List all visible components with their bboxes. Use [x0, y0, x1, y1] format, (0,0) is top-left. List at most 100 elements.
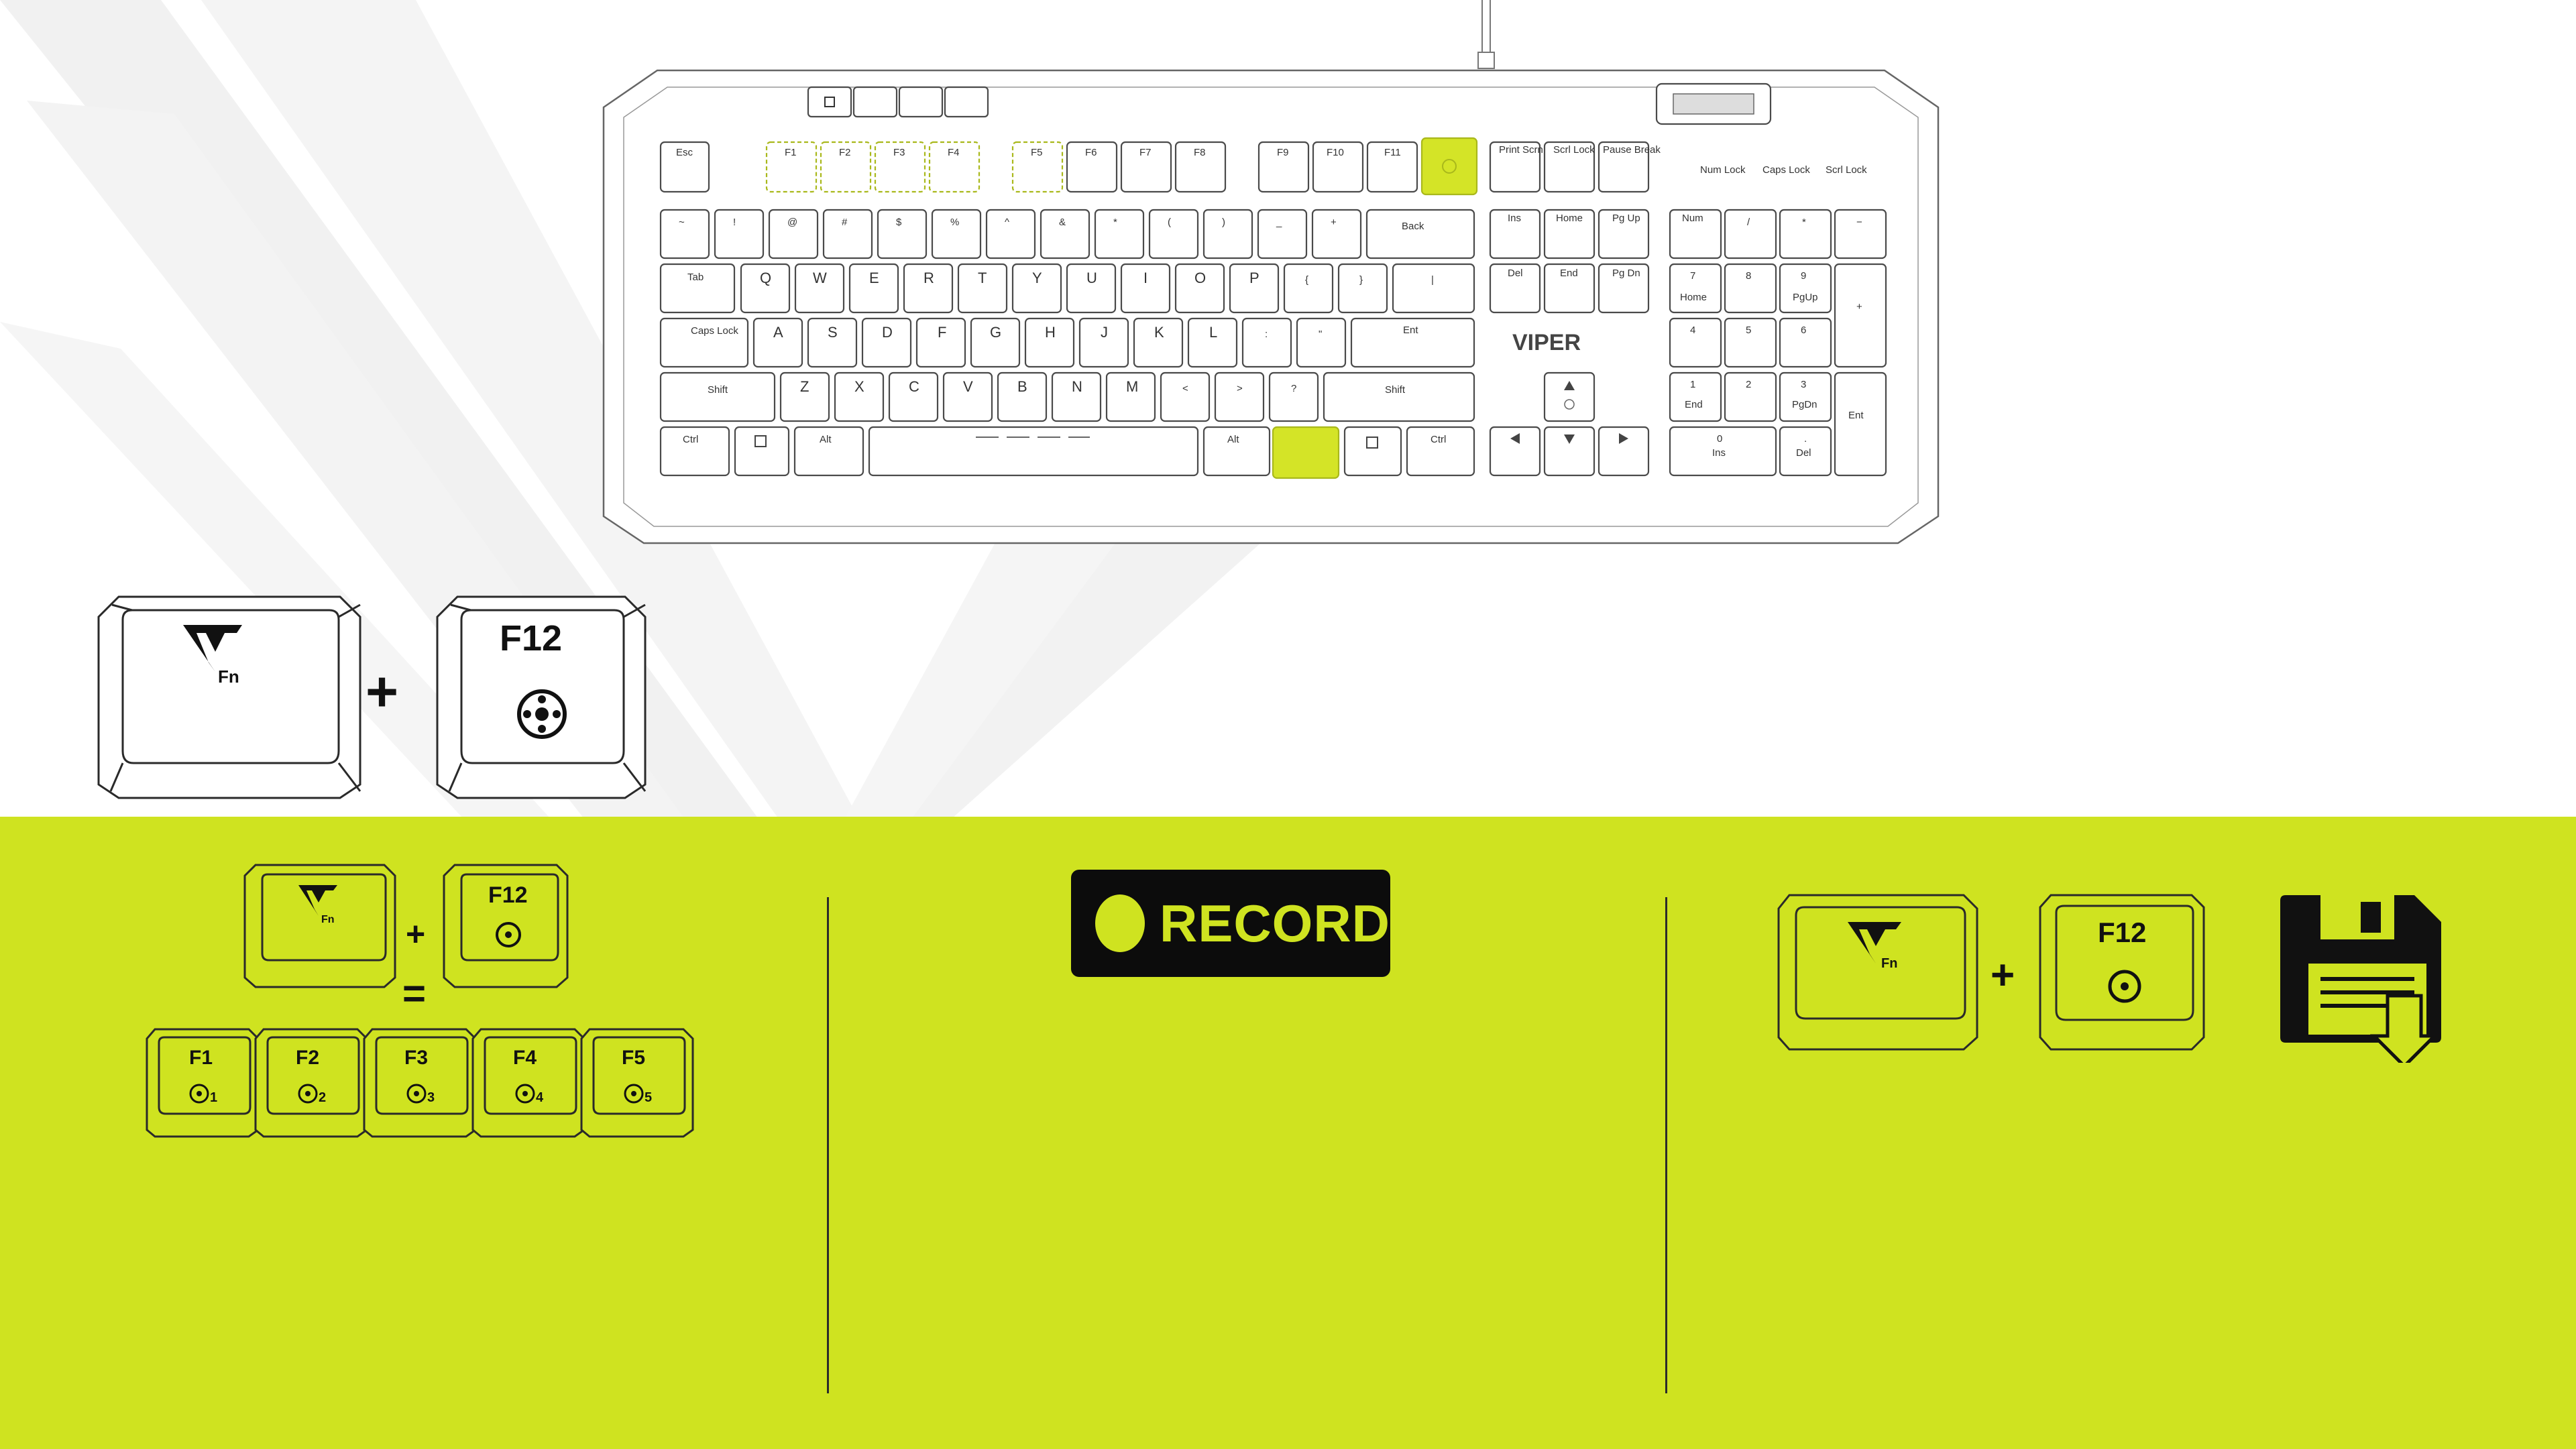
keyboard-brand: VIPER: [1512, 330, 1581, 355]
svg-text:2: 2: [1746, 379, 1751, 390]
macro-record-icon: [517, 689, 567, 739]
svg-text:F1: F1: [189, 1047, 213, 1069]
svg-text:L: L: [1209, 324, 1217, 341]
svg-text:$: $: [896, 217, 902, 228]
svg-text:+: +: [1856, 301, 1862, 312]
bottom-letter-row: Shift Z X C V B N M < > ? Shift 1 End 2 …: [659, 371, 1887, 477]
svg-text:*: *: [1802, 217, 1806, 228]
key-esc: Esc: [676, 147, 693, 158]
svg-text:T: T: [978, 270, 987, 286]
svg-text:5: 5: [1746, 325, 1751, 336]
svg-text:Del: Del: [1796, 447, 1811, 459]
svg-text:Y: Y: [1032, 270, 1042, 286]
divider-1: [827, 897, 829, 1393]
svg-text:2: 2: [319, 1090, 326, 1105]
svg-text:End: End: [1560, 268, 1578, 279]
key-fn-highlight: [1272, 426, 1340, 479]
svg-text:B: B: [1017, 378, 1027, 395]
home-row: Caps Lock A S D F G H J K L : " Ent VIPE…: [659, 317, 1832, 368]
key-caps: Caps Lock: [691, 325, 738, 337]
svg-text:~: ~: [679, 217, 685, 228]
svg-text:#: #: [842, 217, 848, 228]
svg-text:6: 6: [1801, 325, 1806, 336]
plus-sign: +: [366, 660, 398, 723]
svg-text:): ): [1222, 217, 1225, 228]
svg-text:/: /: [1747, 217, 1750, 228]
svg-text:Ins: Ins: [1712, 447, 1726, 459]
volume-wheel: [1655, 82, 1772, 125]
key-pause: Pause Break: [1603, 144, 1661, 156]
svg-text:1: 1: [210, 1090, 217, 1105]
equals-sign: =: [402, 971, 426, 1016]
macro-key-f2: F2 2: [254, 1028, 368, 1138]
svg-text:+: +: [1331, 217, 1337, 228]
divider-2: [1665, 897, 1667, 1393]
menu-icon: [1366, 437, 1378, 449]
media-buttons: [807, 86, 989, 118]
svg-text:4: 4: [536, 1090, 544, 1105]
key-space: [868, 426, 1199, 477]
macro-key-f5: F5 5: [580, 1028, 694, 1138]
svg-text:Fn: Fn: [1881, 956, 1897, 971]
step-1-select-macro: Fn + F12 = F1 1 F2 2 F3 3 F4 4: [146, 864, 694, 1138]
svg-text:3: 3: [1801, 379, 1806, 390]
key-f2: F2: [839, 147, 851, 158]
svg-text:M: M: [1126, 378, 1138, 395]
svg-text:P: P: [1249, 270, 1259, 286]
svg-text:PgUp: PgUp: [1793, 292, 1818, 303]
svg-text:F4: F4: [513, 1047, 537, 1069]
keyboard-diagram: Esc F1 F2 F3 F4 F5 F6 F7 F8 F9 F10 F11 P…: [602, 0, 1940, 544]
svg-text:F12: F12: [488, 882, 528, 908]
svg-text:S: S: [828, 324, 838, 341]
key-scroll: Scrl Lock: [1553, 144, 1595, 156]
fn-label: Fn: [218, 666, 239, 687]
svg-text:F2: F2: [296, 1047, 319, 1069]
svg-text:^: ^: [1005, 217, 1009, 228]
svg-text:5: 5: [645, 1090, 652, 1105]
svg-text:(: (: [1168, 217, 1171, 228]
svg-text:!: !: [733, 217, 736, 228]
plus-sign: +: [406, 915, 425, 953]
key-f1: F1: [785, 147, 797, 158]
key-right-alt: Alt: [1227, 434, 1239, 445]
key-f6: F6: [1085, 147, 1097, 158]
key-f8: F8: [1194, 147, 1206, 158]
svg-text:Fn: Fn: [321, 914, 335, 925]
modifier-row: Ctrl Alt Alt Ctrl 0 Ins . Del: [659, 426, 1832, 479]
plus-sign: +: [1991, 952, 2015, 998]
svg-text:Z: Z: [800, 378, 809, 395]
fn-keycap-save: Fn: [1777, 894, 1978, 1051]
fn-keycap: Fn: [97, 595, 361, 799]
indicator-scroll: Scrl Lock: [1826, 164, 1867, 176]
key-f4: F4: [948, 147, 960, 158]
svg-text:&: &: [1059, 217, 1066, 228]
indicator-caps: Caps Lock: [1762, 164, 1810, 176]
save-disk-icon: [2280, 895, 2441, 1063]
svg-text:V: V: [963, 378, 973, 395]
svg-text:A: A: [773, 324, 783, 341]
key-f11: F11: [1384, 147, 1401, 158]
svg-text:W: W: [813, 270, 827, 286]
svg-text:J: J: [1101, 324, 1108, 341]
svg-text:I: I: [1143, 270, 1147, 286]
number-row: ~ ! @ # $ % ^ & * ( ) _ + Back Ins Home …: [659, 209, 1887, 259]
svg-text:F12: F12: [2098, 917, 2146, 948]
svg-text:F5: F5: [622, 1047, 645, 1069]
svg-text:C: C: [909, 378, 919, 395]
svg-text:K: K: [1154, 324, 1164, 341]
f12-label: F12: [500, 618, 562, 658]
record-badge: RECORD: [1071, 870, 1390, 977]
svg-text:*: *: [1113, 217, 1117, 228]
svg-text:0: 0: [1717, 433, 1722, 445]
svg-text:N: N: [1072, 378, 1082, 395]
svg-text:7: 7: [1690, 270, 1695, 282]
macro-key-f4: F4 4: [471, 1028, 585, 1138]
viper-logo-icon: [298, 885, 337, 916]
svg-text:Q: Q: [760, 270, 771, 286]
key-f12-highlight: [1420, 137, 1478, 196]
svg-text:3: 3: [427, 1090, 435, 1105]
key-print: Print Scrn: [1499, 144, 1543, 156]
svg-text:R: R: [923, 270, 934, 286]
svg-text:8: 8: [1746, 270, 1751, 282]
svg-text:4: 4: [1690, 325, 1695, 336]
